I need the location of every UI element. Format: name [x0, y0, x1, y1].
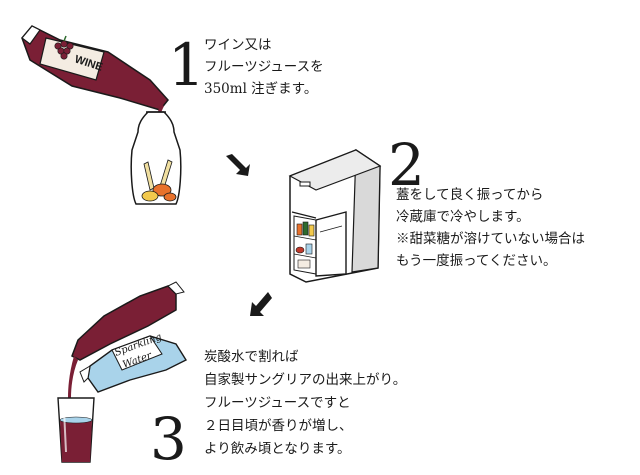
step-3-number: 3 — [150, 405, 187, 473]
arrow-step2-to-step3 — [250, 292, 272, 316]
step-2-instructions: 蓋をして良く振ってから 冷蔵庫で冷やします。 ※甜菜糖が溶けていない場合は もう… — [396, 184, 585, 272]
step-2-line: 冷蔵庫で冷やします。 — [396, 209, 530, 225]
wine-bottle-pouring — [71, 281, 185, 361]
refrigerator — [288, 148, 382, 283]
step-2-number: 2 — [388, 131, 425, 199]
step-2-line: 蓋をして良く振ってから — [396, 187, 544, 203]
step-3-line: 炭酸水で割れば — [204, 349, 299, 365]
step-3-line: 自家製サングリアの出来上がり。 — [204, 372, 407, 388]
step-3-line: より飲み頃となります。 — [204, 441, 351, 457]
step-1-number: 1 — [168, 31, 205, 99]
drinking-glass — [57, 397, 95, 463]
wine-bottle — [21, 25, 169, 111]
step-3-instructions: 炭酸水で割れば 自家製サングリアの出来上がり。 フルーツジュースですと ２日目頃… — [204, 346, 406, 461]
step-2-line: ※甜菜糖が溶けていない場合は — [396, 231, 585, 247]
step-3-line: ２日目頃が香りが増し、 — [204, 418, 353, 434]
step-1-instructions: ワイン又は フルーツジュースを 350ml 注ぎます。 — [204, 34, 324, 100]
step-1-line: 350ml 注ぎます。 — [204, 81, 318, 97]
sparkling-water-bottle — [79, 335, 188, 393]
step-2-line: もう一度振ってください。 — [396, 253, 557, 269]
glass-jar — [130, 111, 182, 205]
step-1-line: ワイン又は — [204, 37, 272, 53]
arrow-step1-to-step2 — [226, 154, 250, 176]
step-3-line: フルーツジュースですと — [204, 395, 351, 411]
step-1-line: フルーツジュースを — [204, 59, 324, 75]
wine-stream-3 — [68, 356, 78, 398]
